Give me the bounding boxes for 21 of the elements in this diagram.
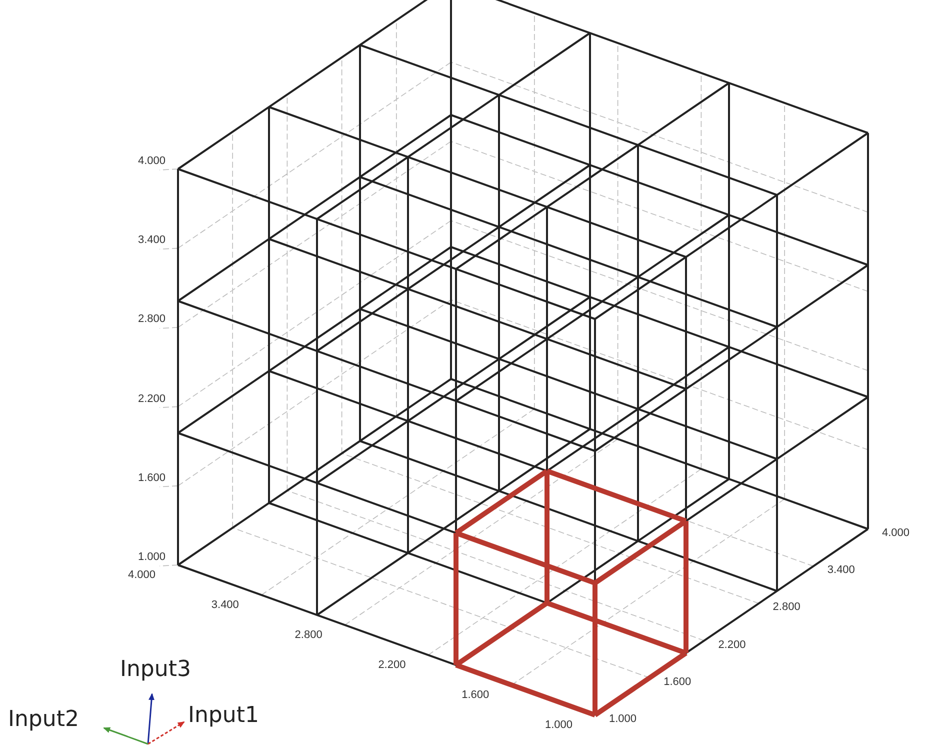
axis-label: Input1	[188, 704, 259, 728]
tick-label: 3.400	[827, 564, 855, 578]
tick-label: 1.000	[609, 713, 637, 726]
tick-label: 2.200	[138, 392, 166, 406]
tick-label: 2.800	[772, 601, 800, 614]
tick-label: 1.600	[138, 472, 166, 485]
tick-label: 2.200	[378, 659, 406, 672]
axis-label: Input3	[120, 658, 191, 682]
tick-label: 1.600	[462, 689, 490, 702]
tick-label: 1.000	[545, 719, 573, 732]
tick-label: 1.600	[664, 676, 692, 689]
tick-label: 3.400	[138, 234, 166, 248]
tick-label: 3.400	[211, 599, 239, 612]
tick-label: 2.800	[294, 629, 322, 642]
tick-label: 2.200	[718, 638, 746, 652]
tick-label: 4.000	[882, 527, 910, 540]
tick-label: 4.000	[138, 155, 166, 168]
tick-label: 4.000	[128, 569, 156, 582]
tick-label: 1.000	[138, 551, 166, 564]
tick-label: 2.800	[138, 313, 166, 326]
axis-label: Input2	[8, 708, 79, 732]
